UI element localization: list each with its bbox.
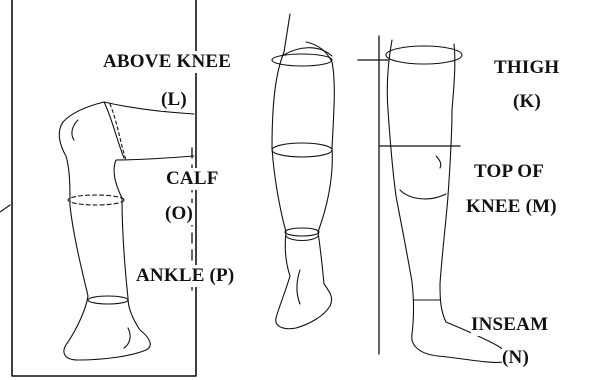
ankle-band <box>88 296 128 304</box>
edge-tick <box>0 205 10 212</box>
straight-leg-figure <box>272 14 334 329</box>
calf-band <box>68 195 124 205</box>
middle-calf-band <box>272 143 332 157</box>
above-knee-label: ABOVE KNEE <box>103 51 231 73</box>
knee-detail-right <box>436 156 441 168</box>
middle-foot-detail <box>297 270 300 304</box>
knee-detail <box>72 120 78 140</box>
inseam-code-label: (N) <box>502 347 529 369</box>
straight-leg-outline <box>272 14 334 329</box>
thigh-code-label: (K) <box>513 91 541 113</box>
above-knee-code-label: (L) <box>161 89 187 111</box>
ankle-label: ANKLE (P) <box>136 265 234 287</box>
top-of-knee-label-line1: TOP OF <box>474 161 544 183</box>
middle-ankle-band <box>285 228 319 236</box>
calf-code-label: (O) <box>165 203 193 225</box>
inseam-label: INSEAM <box>471 314 548 336</box>
above-knee-band-back <box>110 104 126 160</box>
top-of-knee-label-line2: KNEE (M) <box>466 196 557 218</box>
middle-ankle-band-back <box>286 236 318 241</box>
above-knee-band <box>104 102 124 158</box>
thigh-label: THIGH <box>494 57 559 79</box>
calf-label: CALF <box>166 168 219 190</box>
bent-leg-outline <box>59 102 194 360</box>
foot-heel-detail <box>124 328 130 348</box>
full-leg-knee-curve <box>400 190 446 199</box>
thigh-band <box>386 46 462 64</box>
